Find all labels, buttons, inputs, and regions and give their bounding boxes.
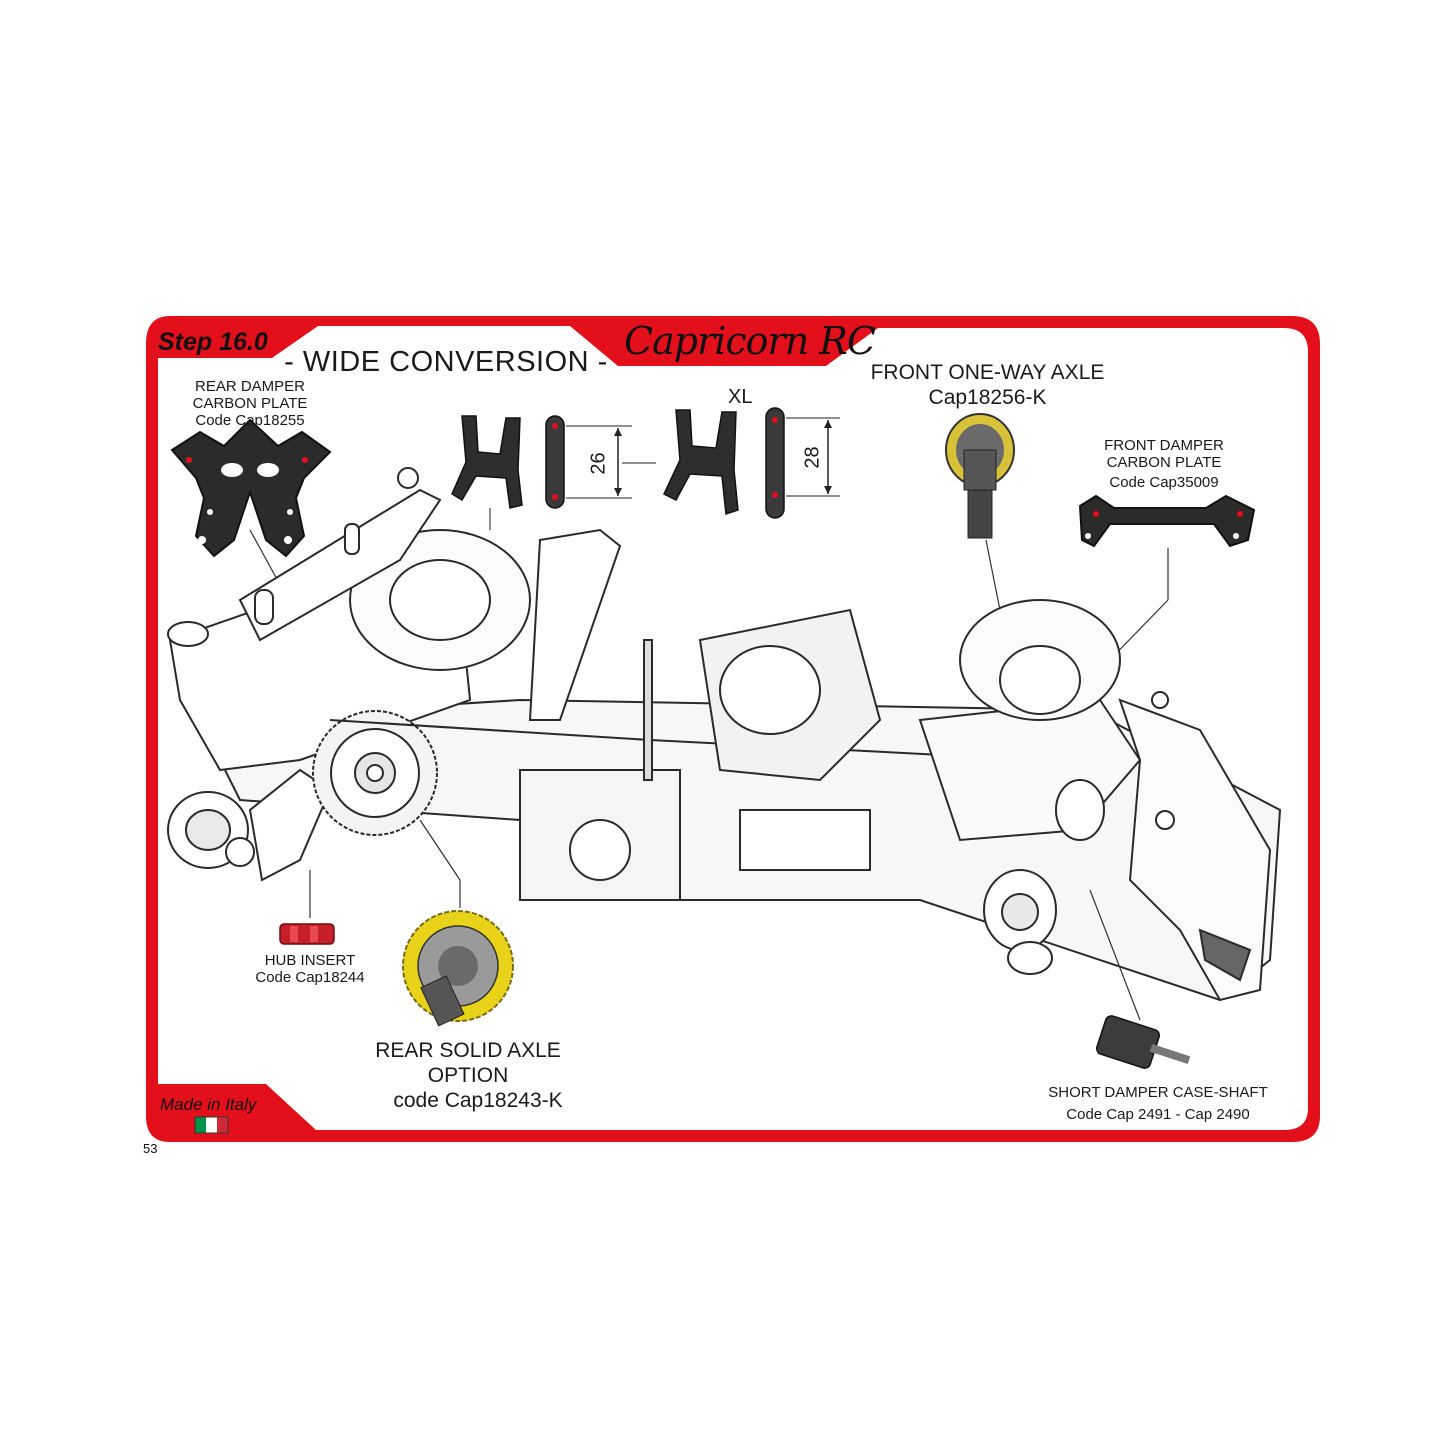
shock-tower-standard-drawing [451, 415, 656, 530]
dimension-standard: 26 [587, 452, 610, 475]
rear-damper-plate-label: REAR DAMPER CARBON PLATE Code Cap18255 [170, 378, 330, 429]
short-damper-code: Code Cap 2491 - Cap 2490 [1066, 1106, 1250, 1123]
rear-damper-plate-drawing [170, 418, 332, 593]
hub-insert-drawing [279, 923, 335, 945]
dimension-xl: 28 [801, 446, 824, 469]
front-oneway-code: Cap18256-K [928, 386, 1047, 409]
callout-lines [309, 819, 1141, 1021]
shock-tower-xl-drawing [663, 407, 840, 519]
short-damper-label: SHORT DAMPER CASE-SHAFT Code Cap 2491 - … [1028, 1084, 1288, 1123]
dimension-xl-label: XL [728, 386, 753, 408]
rear-solid-code: code Cap18243-K [393, 1089, 563, 1112]
rear-solid-axle-label: REAR SOLID AXLE OPTION code Cap18243-K [350, 1038, 586, 1113]
short-damper-drawing [1096, 1015, 1191, 1069]
rear-solid-axle-drawing [402, 910, 514, 1027]
front-oneway-line1: FRONT ONE-WAY AXLE [870, 361, 1105, 384]
hub-insert-line1: HUB INSERT [264, 952, 356, 969]
page-number: 53 [143, 1141, 158, 1156]
rear-damper-line2: CARBON PLATE [192, 395, 308, 412]
italy-flag-icon [194, 1116, 229, 1134]
rear-damper-code: Code Cap18255 [195, 412, 305, 429]
step-number: Step 16.0 [158, 328, 268, 356]
front-damper-plate-label: FRONT DAMPER CARBON PLATE Code Cap35009 [1084, 437, 1244, 491]
rear-damper-line1: REAR DAMPER [194, 378, 306, 395]
chassis-drawing [167, 467, 1282, 1002]
rear-solid-line2: OPTION [427, 1064, 509, 1087]
front-oneway-axle-label: FRONT ONE-WAY AXLE Cap18256-K [850, 360, 1125, 410]
short-damper-line1: SHORT DAMPER CASE-SHAFT [1048, 1084, 1268, 1101]
front-oneway-axle-drawing [945, 413, 1023, 721]
front-damper-line2: CARBON PLATE [1106, 454, 1222, 471]
brand-logo: Capricorn RC [624, 319, 876, 363]
made-in-italy: Made in Italy [160, 1095, 257, 1114]
front-damper-line1: FRONT DAMPER [1104, 437, 1224, 454]
page-title: - WIDE CONVERSION - [284, 346, 608, 378]
hub-insert-code: Code Cap18244 [255, 969, 365, 986]
front-damper-code: Code Cap35009 [1109, 474, 1219, 491]
hub-insert-label: HUB INSERT Code Cap18244 [240, 952, 380, 986]
rear-solid-line1: REAR SOLID AXLE [375, 1039, 561, 1062]
